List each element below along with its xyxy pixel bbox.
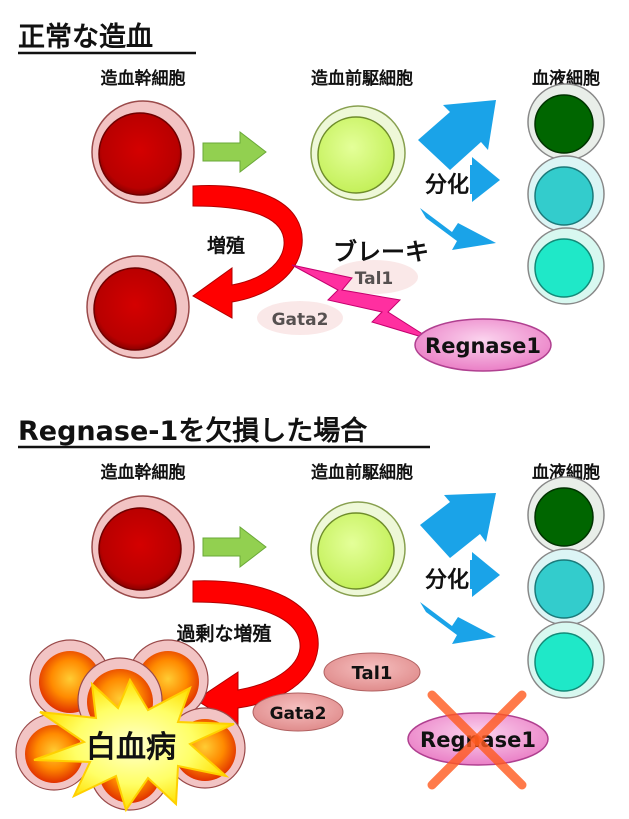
proliferation-arrow-icon	[192, 185, 303, 319]
factor-gata2-label: Gata2	[270, 704, 327, 724]
leukemia-cluster: 白血病	[15, 639, 246, 813]
arrow-down-right-icon	[420, 208, 496, 250]
blood-cell-green	[527, 83, 605, 161]
arrow-right-icon	[202, 525, 267, 569]
stem-cell	[91, 495, 195, 599]
factor-tal1-faded	[330, 260, 418, 294]
factor-gata2	[252, 692, 344, 732]
arrow-mid-right-icon	[470, 157, 500, 202]
section-title: 正常な造血	[18, 22, 153, 53]
factor-tal1	[323, 652, 421, 692]
blood-cell-green	[527, 476, 605, 554]
arrow-up-right-icon	[418, 100, 496, 170]
blood-cell-teal	[527, 548, 605, 626]
progenitor-cell	[310, 501, 406, 597]
label-brake: ブレーキ	[333, 238, 429, 266]
blood-cell-teal	[527, 155, 605, 233]
label-progenitor: 造血前駆細胞	[311, 462, 413, 483]
cross-icon	[427, 690, 527, 790]
label-progenitor: 造血前駆細胞	[311, 68, 413, 89]
factor-gata2-label: Gata2	[272, 310, 329, 330]
stem-cell-proliferated	[86, 255, 190, 359]
label-stem-cell: 造血幹細胞	[101, 462, 186, 483]
label-blood-cells: 血液細胞	[532, 462, 600, 483]
label-differentiation: 分化	[425, 172, 469, 198]
section-regnase-deficient: Regnase-1を欠損した場合 造血幹細胞 造血前駆細胞 血液細胞 分化	[15, 415, 605, 813]
section-title: Regnase-1を欠損した場合	[18, 415, 367, 447]
arrow-up-right-icon	[420, 493, 496, 558]
arrow-mid-right-icon	[470, 552, 500, 597]
progenitor-cell	[310, 105, 406, 201]
explosion-burst-icon	[33, 677, 235, 813]
arrow-right-icon	[202, 130, 267, 174]
regnase1-deleted: Regnase1	[407, 690, 549, 790]
factor-tal1-label: Tal1	[352, 663, 393, 684]
arrow-down-right-icon	[420, 602, 496, 644]
blood-cell-aqua	[527, 621, 605, 699]
label-proliferation: 増殖	[207, 234, 245, 257]
factor-gata2-faded	[257, 301, 343, 335]
label-excess-proliferation: 過剰な増殖	[176, 622, 271, 645]
label-stem-cell: 造血幹細胞	[101, 68, 186, 89]
factor-tal1-label: Tal1	[355, 269, 394, 289]
blood-cell-aqua	[527, 227, 605, 305]
label-leukemia: 白血病	[86, 730, 176, 765]
regnase1-bubble	[414, 318, 552, 372]
label-differentiation: 分化	[425, 567, 469, 593]
stem-cell	[91, 100, 195, 204]
regnase1-label: Regnase1	[425, 334, 541, 358]
label-blood-cells: 血液細胞	[532, 68, 600, 89]
section-normal: 正常な造血 造血幹細胞 造血前駆細胞 血液細胞 分化	[18, 22, 605, 372]
